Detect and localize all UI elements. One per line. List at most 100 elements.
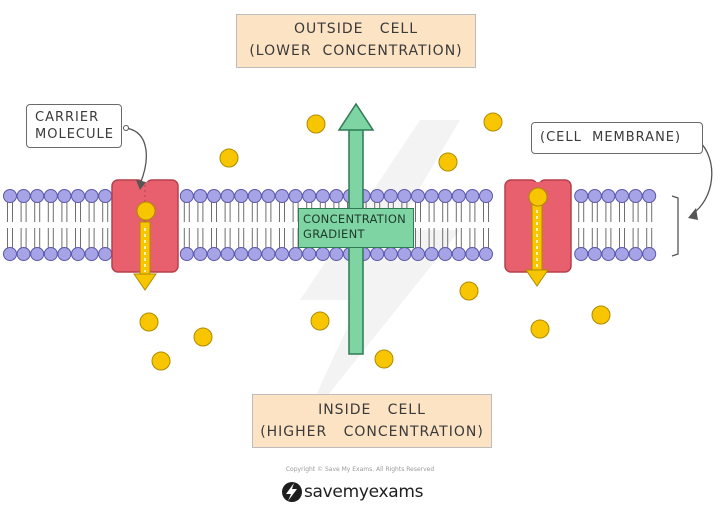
lipid-tail xyxy=(279,228,285,248)
molecule xyxy=(528,187,548,207)
inside-cell-line2: (HIGHER CONCENTRATION) xyxy=(260,424,484,440)
phospholipid-head xyxy=(315,247,330,261)
phospholipid-head xyxy=(84,189,99,203)
concentration-gradient-label: CONCENTRATION GRADIENT xyxy=(298,208,414,248)
lipid-tail xyxy=(183,202,190,222)
lipid-tail xyxy=(605,228,612,248)
phospholipid-head xyxy=(288,189,303,203)
phospholipid-head xyxy=(16,189,31,203)
phospholipid-head xyxy=(615,189,629,203)
molecule xyxy=(151,351,171,371)
lipid-tail xyxy=(20,228,27,248)
phospholipid-head xyxy=(220,247,235,261)
phospholipid-head xyxy=(275,247,289,261)
lipid-tail xyxy=(619,202,625,222)
lipid-tail xyxy=(442,228,449,248)
phospholipid-head xyxy=(601,247,616,261)
phospholipid-head xyxy=(438,247,453,261)
phospholipid-head xyxy=(30,189,45,203)
lipid-tail xyxy=(428,228,435,248)
phospholipid-head xyxy=(628,189,643,203)
lipid-tail xyxy=(197,228,204,248)
phospholipid-head xyxy=(30,247,45,261)
outside-cell-label: OUTSIDE CELL (LOWER CONCENTRATION) xyxy=(236,14,476,68)
lipid-tail xyxy=(483,202,489,222)
lipid-tail xyxy=(415,202,421,222)
carrier-tag-line1: CARRIER xyxy=(35,110,100,125)
lipid-tail xyxy=(183,228,190,248)
phospholipid-head xyxy=(3,247,17,261)
molecule xyxy=(438,152,458,172)
phospholipid-head xyxy=(383,189,398,203)
lipid-tail xyxy=(197,202,204,222)
lipid-tail xyxy=(591,228,598,248)
phospholipid-head xyxy=(234,189,249,203)
phospholipid-head xyxy=(370,189,385,203)
phospholipid-head xyxy=(615,247,629,261)
carrier-tag-line2: MOLECULE xyxy=(35,127,114,142)
phospholipid-head xyxy=(397,189,412,203)
phospholipid-head xyxy=(574,189,589,203)
phospholipid-head xyxy=(275,189,289,203)
phospholipid-head xyxy=(193,247,208,261)
phospholipid-head xyxy=(16,247,31,261)
phospholipid-head xyxy=(98,189,113,203)
phospholipid-head xyxy=(465,189,480,203)
brand-logo: savemyexams xyxy=(280,478,423,506)
molecule xyxy=(483,112,503,132)
phospholipid-head xyxy=(397,247,412,261)
watermark-bolt xyxy=(300,120,460,430)
lipid-tail xyxy=(47,228,54,248)
gradient-line1: CONCENTRATION xyxy=(303,212,407,226)
membrane-bracket xyxy=(671,195,679,257)
molecule xyxy=(374,349,394,369)
lipid-tail xyxy=(47,202,54,222)
brand-logo-icon xyxy=(282,482,302,502)
phospholipid-head xyxy=(207,189,221,203)
inside-cell-line1: INSIDE CELL xyxy=(318,402,426,418)
molecule xyxy=(591,305,611,325)
phospholipid-head xyxy=(98,247,113,261)
phospholipid-head xyxy=(642,189,657,203)
phospholipid-head xyxy=(3,189,17,203)
phospholipid-head xyxy=(193,189,208,203)
phospholipid-head xyxy=(315,189,330,203)
lipid-tail xyxy=(279,202,285,222)
phospholipid-head xyxy=(261,189,276,203)
lipid-tail xyxy=(7,228,13,248)
lipid-tail xyxy=(20,202,27,222)
lipid-tail xyxy=(238,202,245,222)
phospholipid-head xyxy=(57,189,72,203)
lipid-tail xyxy=(75,202,81,222)
lipid-tail xyxy=(469,202,476,222)
lipid-tail xyxy=(224,202,231,222)
outside-cell-line1: OUTSIDE CELL xyxy=(293,21,419,37)
gradient-line2: GRADIENT xyxy=(303,227,365,241)
brand-name: savemyexams xyxy=(304,482,424,502)
membrane-pointer-line xyxy=(691,139,713,215)
lipid-tail xyxy=(632,202,639,222)
lipid-tail xyxy=(211,228,217,248)
phospholipid-head xyxy=(601,189,616,203)
phospholipid-head xyxy=(587,247,602,261)
phospholipid-head xyxy=(247,247,262,261)
lipid-tail xyxy=(61,228,68,248)
phospholipid-head xyxy=(179,247,194,261)
phospholipid-head xyxy=(302,247,317,261)
lipid-tail xyxy=(265,202,272,222)
carrier-pointer-line xyxy=(125,127,147,185)
phospholipid-head xyxy=(71,247,85,261)
phospholipid-head xyxy=(329,189,344,203)
transport-arrow-left xyxy=(133,221,157,291)
lipid-tail xyxy=(483,228,489,248)
cell-membrane-label: (CELL MEMBRANE) xyxy=(540,130,682,145)
phospholipid-head xyxy=(302,189,317,203)
phospholipid-head xyxy=(234,247,249,261)
copyright-text: Copyright © Save My Exams. All Rights Re… xyxy=(285,466,435,473)
phospholipid-head xyxy=(587,189,602,203)
lipid-tail xyxy=(578,202,585,222)
inside-cell-label: INSIDE CELL (HIGHER CONCENTRATION) xyxy=(252,394,492,448)
lipid-tail xyxy=(88,228,95,248)
lipid-tail xyxy=(265,228,272,248)
